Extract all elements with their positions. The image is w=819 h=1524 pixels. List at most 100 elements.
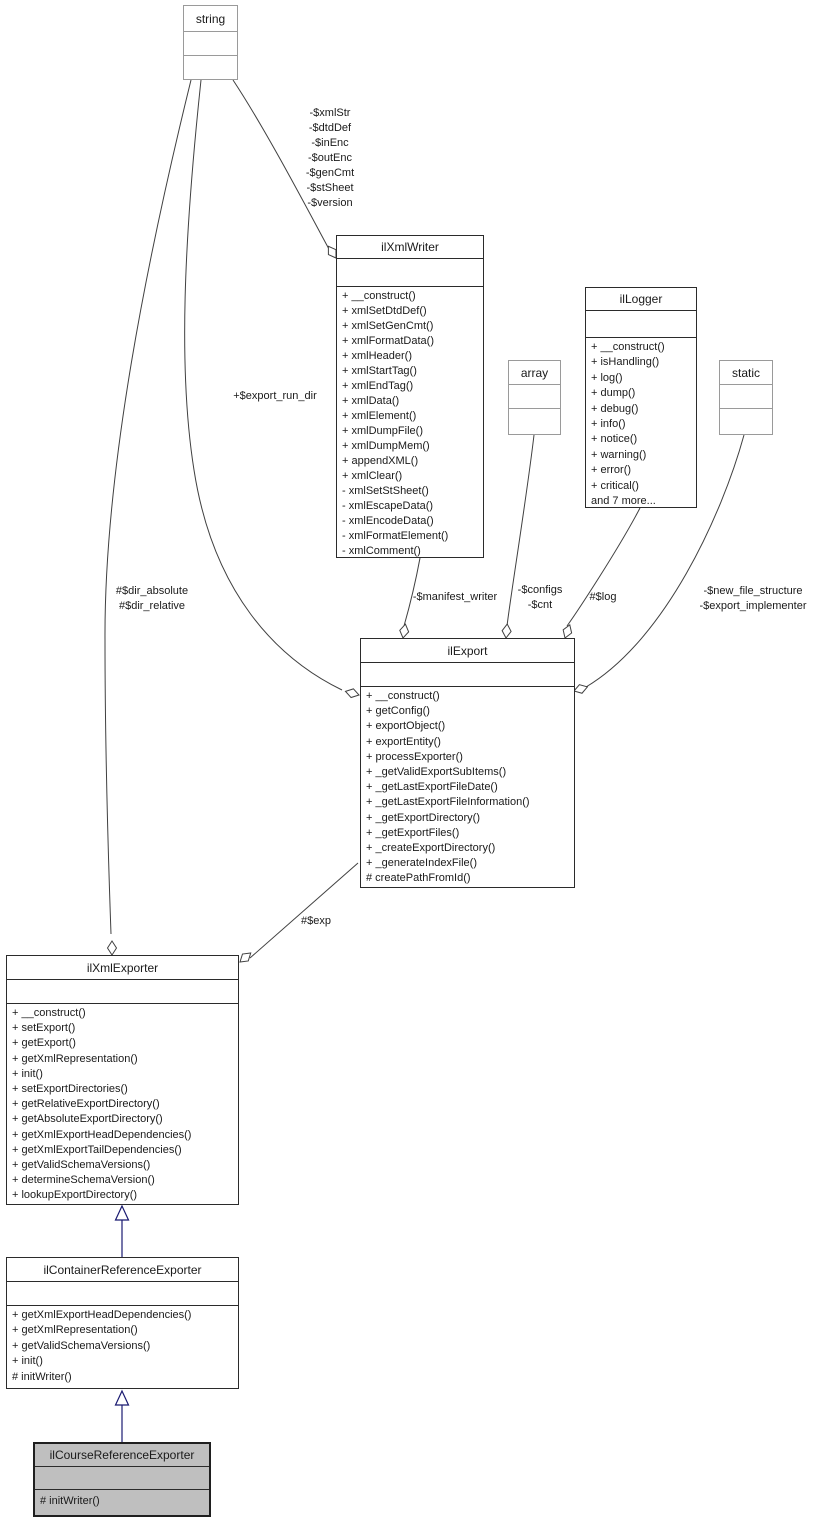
- class-member: + log(): [591, 371, 623, 384]
- edge-label-line: +$export_run_dir: [233, 390, 317, 402]
- class-member: + _generateIndexFile(): [366, 857, 477, 870]
- class-box-string: string: [183, 5, 238, 80]
- class-methods: + __construct() + getConfig() + exportObje…: [361, 687, 574, 887]
- class-member: # initWriter(): [12, 1370, 72, 1383]
- edge-label-line: #$exp: [301, 915, 331, 927]
- aggregation-diamond-icon: [106, 940, 118, 956]
- class-member: - xmlComment(): [342, 545, 421, 557]
- class-box-static: static: [719, 360, 773, 435]
- class-title: string: [184, 6, 237, 32]
- class-attributes: [7, 1282, 238, 1306]
- class-member: + getConfig(): [366, 705, 430, 718]
- class-member: + dump(): [591, 387, 636, 400]
- class-methods: [184, 56, 237, 79]
- class-member: + _getLastExportFileDate(): [366, 781, 498, 794]
- edge-label-exp: #$exp: [301, 914, 331, 929]
- edge-label-log: #$log: [590, 590, 617, 605]
- inheritance-arrow-icon: [114, 1389, 130, 1406]
- edge-label-manifest-writer: -$manifest_writer: [413, 590, 497, 605]
- class-title: ilCourseReferenceExporter: [35, 1444, 209, 1467]
- class-member: + _getExportFiles(): [366, 826, 460, 839]
- aggregation-diamond-icon: [327, 245, 337, 259]
- class-title[interactable]: ilXmlExporter: [7, 956, 238, 980]
- class-methods: + __construct()+ setExport()+ getExport(…: [7, 1004, 238, 1204]
- class-member: + _createExportDirectory(): [366, 842, 496, 855]
- class-member: + init(): [12, 1067, 43, 1080]
- edge-label-line: -$xmlStr: [309, 107, 351, 119]
- class-member: + setExportDirectories(): [12, 1083, 128, 1096]
- edge-label-line: -$dtdDef: [308, 122, 352, 134]
- class-member: + xmlStartTag(): [342, 365, 417, 377]
- class-member: + init(): [12, 1355, 43, 1368]
- edge-string-ilxmlexporter: [104, 79, 192, 935]
- class-member: + getXmlExportTailDependencies(): [12, 1143, 182, 1156]
- class-methods: [509, 409, 560, 434]
- class-methods: + getXmlExportHeadDependencies() + getXml…: [7, 1306, 238, 1388]
- class-member: + setExport(): [12, 1022, 76, 1035]
- class-attributes: [7, 980, 238, 1004]
- edge-label-line: -$configs: [517, 584, 563, 596]
- class-box-illogger[interactable]: ilLogger + __construct()+ isHandling()+ …: [585, 287, 697, 508]
- class-attributes: [184, 32, 237, 56]
- class-box-ilxmlwriter[interactable]: ilXmlWriter + __construct() + xmlSetDtdDe…: [336, 235, 484, 558]
- edge-label-dir-fields: #$dir_absolute#$dir_relative: [116, 584, 188, 614]
- edge-label-line: #$dir_relative: [118, 600, 186, 612]
- aggregation-diamond-icon: [399, 623, 410, 639]
- class-title: static: [720, 361, 772, 385]
- class-member: + xmlFormatData(): [342, 335, 434, 347]
- class-member: + exportEntity(): [366, 735, 441, 748]
- class-member: + __construct(): [366, 690, 440, 702]
- class-member: + critical(): [591, 479, 639, 492]
- class-member: + xmlDumpMem(): [342, 440, 430, 452]
- class-member: + xmlEndTag(): [342, 380, 414, 392]
- class-member: + getValidSchemaVersions(): [12, 1339, 151, 1352]
- class-member: - xmlEscapeData(): [342, 500, 434, 512]
- class-attributes: [509, 385, 560, 409]
- class-member: + getXmlExportHeadDependencies(): [12, 1309, 192, 1321]
- class-member: + getXmlExportHeadDependencies(): [12, 1128, 192, 1141]
- class-member: and 7 more...: [591, 495, 656, 507]
- class-member: + xmlClear(): [342, 470, 403, 482]
- edge-label-writer-fields: -$xmlStr-$dtdDef-$inEnc-$outEnc-$genCmt-…: [306, 106, 354, 211]
- class-member: + __construct(): [591, 341, 665, 353]
- class-member: + getValidSchemaVersions(): [12, 1159, 151, 1172]
- class-box-ilcontainerreferenceexporter[interactable]: ilContainerReferenceExporter + getXmlExp…: [6, 1257, 239, 1389]
- class-member: + xmlSetDtdDef(): [342, 305, 427, 317]
- class-member: + __construct(): [342, 290, 416, 302]
- class-title[interactable]: ilLogger: [586, 288, 696, 311]
- edge-label-line: -$cnt: [527, 599, 553, 611]
- class-title[interactable]: ilXmlWriter: [337, 236, 483, 259]
- edge-label-line: -$outEnc: [307, 152, 353, 164]
- class-member: + error(): [591, 464, 632, 477]
- class-member: + determineSchemaVersion(): [12, 1174, 155, 1187]
- class-title[interactable]: ilContainerReferenceExporter: [7, 1258, 238, 1282]
- class-attributes: [361, 663, 574, 687]
- edge-label-line: -$new_file_structure: [703, 585, 803, 597]
- edge-ilexport-ilxmlexporter: [249, 862, 359, 959]
- class-box-ilexport[interactable]: ilExport + __construct() + getConfig() + e…: [360, 638, 575, 888]
- class-member: # createPathFromId(): [366, 872, 471, 885]
- aggregation-diamond-icon: [573, 684, 589, 694]
- edge-string-ilexport: [184, 79, 343, 691]
- class-title: array: [509, 361, 560, 385]
- edge-label-line: -$inEnc: [311, 137, 349, 149]
- class-box-ilxmlexporter[interactable]: ilXmlExporter + __construct()+ setExport…: [6, 955, 239, 1205]
- class-member: + getXmlRepresentation(): [12, 1324, 138, 1337]
- edge-label-export-run-dir: +$export_run_dir: [233, 389, 316, 404]
- aggregation-diamond-icon: [562, 623, 573, 639]
- class-box-array: array: [508, 360, 561, 435]
- aggregation-diamond-icon: [344, 688, 360, 699]
- class-member: + exportObject(): [366, 720, 446, 733]
- edge-static-ilexport: [585, 434, 745, 688]
- class-member: + getExport(): [12, 1037, 76, 1050]
- edge-label-line: -$manifest_writer: [412, 591, 498, 603]
- class-member: + warning(): [591, 448, 647, 461]
- class-title[interactable]: ilExport: [361, 639, 574, 663]
- class-attributes: [35, 1467, 209, 1490]
- class-methods: + __construct()+ isHandling()+ log()+ du…: [586, 338, 696, 507]
- class-member: + xmlData(): [342, 395, 400, 407]
- class-member: + appendXML(): [342, 455, 419, 467]
- class-member: + debug(): [591, 402, 639, 415]
